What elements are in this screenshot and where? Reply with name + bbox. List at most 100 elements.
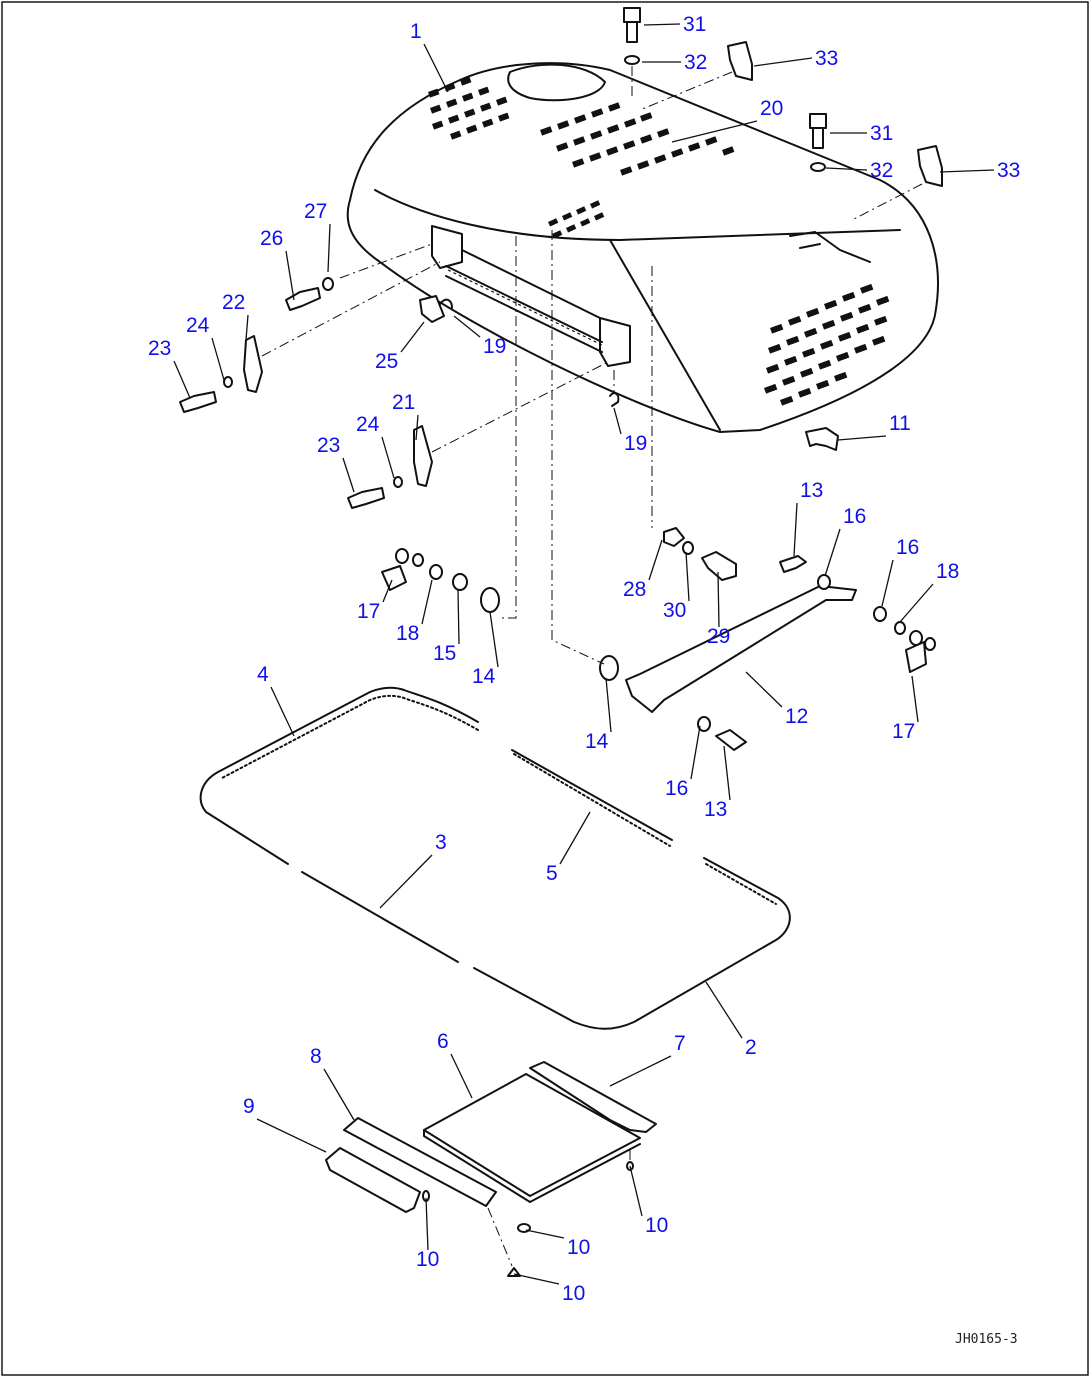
vent-grille-side [764, 283, 890, 406]
leader-line-c10d [513, 1273, 560, 1285]
hinge-hardware-lower [347, 361, 620, 509]
callout-c12: 12 [785, 705, 808, 728]
callout-c32b: 32 [870, 159, 893, 182]
leader-line-c16c [690, 725, 701, 780]
leader-line-c29 [717, 571, 720, 628]
callout-c23b: 23 [317, 434, 340, 457]
callout-c16c: 16 [665, 777, 688, 800]
cover-bolt-set-right [809, 113, 943, 221]
leader-line-c21 [415, 414, 419, 441]
callout-c22: 22 [222, 291, 245, 314]
callout-c10c: 10 [416, 1248, 439, 1271]
leader-line-c13b [723, 745, 731, 801]
leader-line-c10b [525, 1229, 565, 1239]
leader-line-c16b [881, 559, 894, 607]
callout-c18a: 18 [936, 560, 959, 583]
leader-line-c6 [450, 1053, 473, 1099]
callout-c31b: 31 [870, 122, 893, 145]
leader-line-c23b [342, 457, 355, 493]
callout-c32a: 32 [684, 51, 707, 74]
leader-line-c1 [423, 43, 449, 93]
leader-line-c5 [559, 811, 591, 865]
callout-c19b: 19 [624, 432, 647, 455]
callout-c13a: 13 [800, 479, 823, 502]
leader-line-c11 [837, 435, 887, 441]
leader-line-c10c [425, 1197, 429, 1251]
callout-c33a: 33 [815, 47, 838, 70]
callout-c7: 7 [674, 1032, 686, 1055]
clip-part [805, 427, 839, 451]
leader-line-c7 [609, 1055, 672, 1087]
vent-grille-middle [540, 102, 735, 176]
callout-c21: 21 [392, 391, 415, 414]
callout-c15: 15 [433, 642, 456, 665]
callout-c4: 4 [257, 663, 269, 686]
leader-line-c31a [643, 23, 681, 26]
callout-c18b: 18 [396, 622, 419, 645]
leader-line-c24a [211, 337, 225, 381]
floor-panel-assembly [325, 1061, 657, 1277]
leader-line-c22 [245, 314, 249, 341]
callout-c16a: 16 [843, 505, 866, 528]
hinge-bracket-assembly [431, 225, 631, 367]
leader-line-c4 [270, 686, 295, 737]
vent-grille-top [428, 76, 510, 140]
callout-c1: 1 [410, 20, 422, 43]
roof-seal-frame [199, 686, 791, 1030]
callout-c10a: 10 [645, 1214, 668, 1237]
leader-line-c15 [457, 589, 460, 645]
leader-line-c19a [453, 315, 481, 338]
leader-line-c14b [605, 677, 612, 733]
callout-c2: 2 [745, 1036, 757, 1059]
leader-line-c17a [382, 579, 393, 603]
callout-c29: 29 [707, 625, 730, 648]
leader-line-c24b [381, 436, 395, 479]
callout-c19a: 19 [483, 335, 506, 358]
leader-line-c18b [421, 579, 433, 625]
callout-c23a: 23 [148, 337, 171, 360]
support-stay-assembly [625, 527, 936, 751]
vent-grille-front [548, 200, 605, 239]
callout-c28: 28 [623, 578, 646, 601]
leader-line-c8 [323, 1068, 355, 1121]
callout-c3: 3 [435, 831, 447, 854]
callout-c10b: 10 [567, 1236, 590, 1259]
leader-line-c10a [629, 1165, 643, 1217]
callout-c8: 8 [310, 1045, 322, 1068]
leader-line-c27 [327, 223, 331, 273]
leader-line-c18a [899, 583, 934, 623]
stay-washers-left [381, 548, 619, 681]
callout-c10d: 10 [562, 1282, 585, 1305]
callout-c24a: 24 [186, 314, 210, 337]
leader-line-c16a [824, 528, 841, 577]
callout-c6: 6 [437, 1030, 449, 1053]
callout-c14b: 14 [585, 730, 609, 753]
drawing-code: JH0165-3 [955, 1332, 1018, 1347]
leader-line-c2 [705, 981, 743, 1039]
callout-c9: 9 [243, 1095, 255, 1118]
callout-c14a: 14 [472, 665, 496, 688]
callout-c33b: 33 [997, 159, 1020, 182]
leader-line-c33b [939, 169, 995, 173]
callout-c16b: 16 [896, 536, 919, 559]
leader-line-c14a [489, 611, 499, 668]
cover-bolt-set-left [623, 7, 753, 111]
leader-line-c12 [745, 671, 783, 708]
callout-c31a: 31 [683, 13, 706, 36]
hinge-hardware-upper [179, 243, 453, 413]
leader-line-c19b [613, 407, 622, 435]
roof-cover-part [346, 62, 939, 433]
callout-c11: 11 [889, 412, 911, 435]
leader-line-c13a [793, 502, 798, 557]
leader-line-c25 [400, 321, 425, 353]
callout-c26: 26 [260, 227, 283, 250]
leader-line-c28 [648, 539, 663, 581]
callout-c25: 25 [375, 350, 398, 373]
leader-line-c30 [685, 551, 690, 602]
callout-c24b: 24 [356, 413, 380, 436]
callout-c5: 5 [546, 862, 558, 885]
callout-c13b: 13 [704, 798, 727, 821]
leader-line-c3 [379, 854, 433, 909]
